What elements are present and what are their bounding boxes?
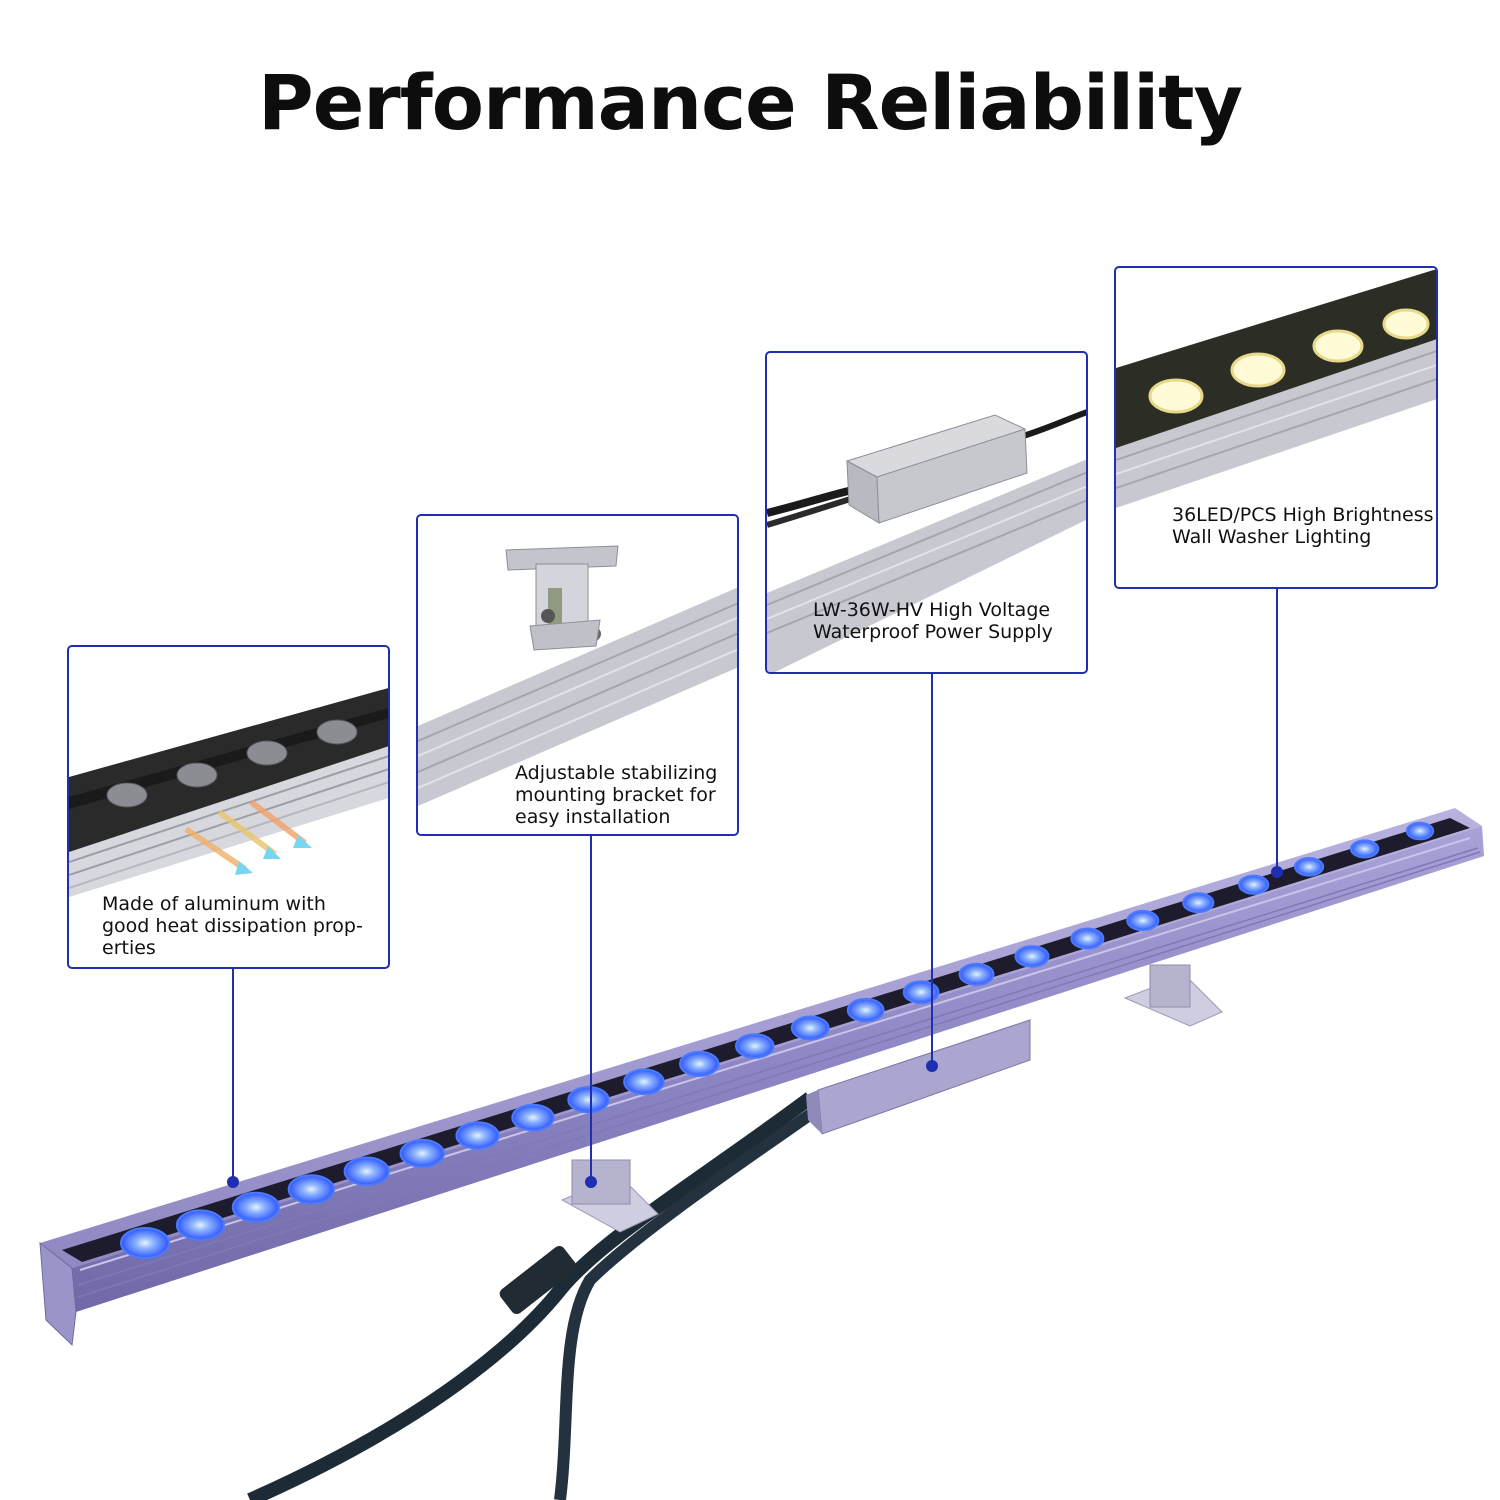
led-bar-icon — [1148, 308, 1430, 414]
led-lens — [231, 1191, 280, 1223]
led-lens — [567, 1086, 610, 1114]
led-row — [120, 821, 1435, 1259]
led-lens — [1294, 857, 1325, 877]
led-lens — [511, 1103, 555, 1132]
led-lens — [902, 980, 940, 1005]
led-lens — [1405, 821, 1435, 841]
led-lens — [846, 997, 885, 1023]
warm-led-closeup — [1116, 269, 1436, 508]
power-supply-icon — [845, 414, 1028, 524]
led-lens — [287, 1174, 335, 1205]
callout-power: LW-36W-HV High Voltage Waterproof Power … — [765, 351, 1088, 674]
led-lens — [679, 1050, 720, 1078]
power-supply-box — [806, 1019, 1031, 1135]
callout-leds-caption: 36LED/PCS High Brightness Wall Washer Li… — [1172, 504, 1434, 548]
led-lens — [1349, 839, 1380, 859]
mounting-bracket-icon — [505, 545, 619, 651]
led-lens — [1070, 927, 1105, 950]
callout-bracket-caption: Adjustable stabilizing mounting bracket … — [515, 762, 718, 828]
led-lens — [735, 1033, 775, 1059]
callout-bracket: Adjustable stabilizing mounting bracket … — [416, 514, 739, 836]
led-lens — [958, 962, 995, 986]
heat-dissipation-arrows-icon — [184, 799, 312, 875]
callout-aluminum: Made of aluminum with good heat dissipat… — [67, 645, 390, 969]
bracket-closeup — [418, 545, 737, 806]
mounting-bracket-left — [560, 1159, 659, 1233]
power-cable — [247, 1092, 815, 1500]
callout-leds: 36LED/PCS High Brightness Wall Washer Li… — [1114, 266, 1438, 589]
page-title: Performance Reliability — [258, 58, 1243, 147]
led-lens — [1238, 874, 1270, 895]
led-lens — [1126, 909, 1160, 932]
led-lens — [1014, 945, 1050, 968]
power-cable-2 — [554, 1097, 832, 1500]
led-lens — [455, 1121, 500, 1150]
led-lens — [399, 1138, 445, 1168]
mounting-bracket-right — [1123, 964, 1223, 1027]
led-lens — [1182, 892, 1215, 914]
aluminum-profile-closeup — [69, 688, 388, 897]
led-lens — [790, 1015, 830, 1041]
cable-connector — [499, 1245, 577, 1315]
led-lens — [120, 1227, 170, 1259]
power-supply-closeup — [767, 409, 1086, 672]
led-lens — [623, 1068, 665, 1096]
callout-aluminum-caption: Made of aluminum with good heat dissipat… — [102, 893, 363, 959]
led-lens — [343, 1156, 390, 1187]
callout-power-caption: LW-36W-HV High Voltage Waterproof Power … — [813, 599, 1053, 643]
led-lens — [175, 1209, 225, 1241]
